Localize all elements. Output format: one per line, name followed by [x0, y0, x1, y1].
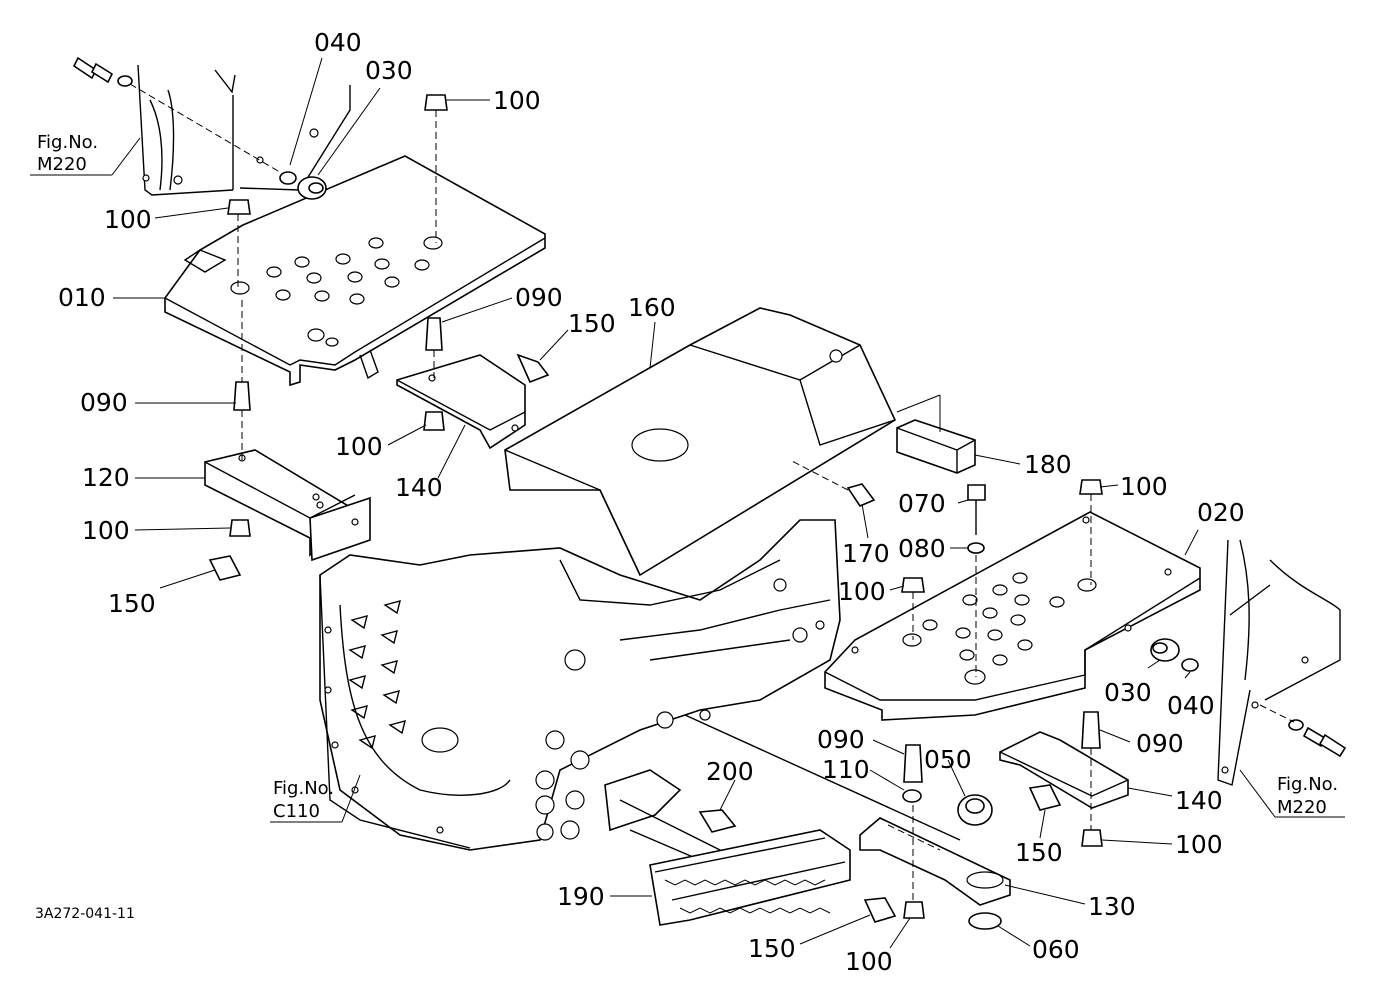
callout-labels: 040 030 100 100 010 090 150 160 090 120 … [58, 28, 1245, 976]
figure-references: Fig.No. M220 Fig.No. C110 Fig.No. M220 [37, 132, 1338, 822]
clutch-housing-ribs [324, 600, 444, 834]
callout-030-b: 030 [1104, 678, 1152, 707]
callout-140-a: 140 [395, 473, 443, 502]
lower-step-bracket [684, 714, 1011, 906]
right-plate-hardware [901, 479, 1103, 677]
callout-080: 080 [898, 534, 946, 563]
fig-ref-brackets [30, 137, 1345, 823]
upper-stay-bracket [396, 354, 526, 450]
right-step-plate-holes [902, 572, 1097, 685]
callout-150-b: 150 [108, 589, 156, 618]
left-plate-cushion [279, 171, 327, 200]
left-step-plate [164, 155, 546, 387]
callout-100-b: 100 [104, 205, 152, 234]
lower-stay-bracket [999, 731, 1129, 809]
callout-100-g: 100 [1175, 830, 1223, 859]
callout-180: 180 [1024, 450, 1072, 479]
left-bolts-and-nuts [208, 300, 550, 581]
callout-050: 050 [924, 745, 972, 774]
callout-040-top: 040 [314, 28, 362, 57]
callout-120: 120 [82, 463, 130, 492]
callout-100-h: 100 [845, 947, 893, 976]
callout-110: 110 [822, 755, 870, 784]
callout-070: 070 [898, 489, 946, 518]
fig-ref-right-label: Fig.No. [1277, 774, 1338, 795]
step-assembly [604, 769, 851, 926]
lower-hardware [863, 711, 1103, 930]
fig-ref-c110-label: Fig.No. [273, 778, 334, 799]
callout-160: 160 [628, 293, 676, 322]
callout-030-top: 030 [365, 56, 413, 85]
callout-200: 200 [706, 757, 754, 786]
callout-100-d: 100 [82, 516, 130, 545]
callout-090-b: 090 [80, 388, 128, 417]
callout-150-c: 150 [1015, 838, 1063, 867]
right-step-plate [824, 511, 1201, 721]
left-support-bracket [204, 449, 371, 562]
callout-100-e: 100 [1120, 472, 1168, 501]
left-fender-bracket [137, 64, 351, 196]
fig-ref-left-code: M220 [37, 154, 87, 175]
fig-ref-left-label: Fig.No. [37, 132, 98, 153]
left-step-plate-holes [230, 236, 443, 347]
rubber-block [896, 394, 976, 474]
callout-090-a: 090 [515, 283, 563, 312]
drawing-code: 3A272-041-11 [35, 906, 135, 922]
callout-010: 010 [58, 283, 106, 312]
right-bolt-washer [1259, 704, 1347, 758]
callout-060: 060 [1032, 935, 1080, 964]
left-bolt-washer [72, 56, 291, 179]
callout-020: 020 [1197, 498, 1245, 527]
callout-150-a: 150 [568, 309, 616, 338]
callout-170: 170 [842, 539, 890, 568]
right-fender-bracket [1217, 539, 1341, 786]
callout-100-a: 100 [493, 86, 541, 115]
right-plate-cushion [1150, 638, 1199, 672]
fig-ref-c110-code: C110 [273, 801, 320, 822]
callout-100-f: 100 [838, 577, 886, 606]
callout-090-d: 090 [1136, 729, 1184, 758]
left-plate-nuts [227, 94, 448, 288]
callout-190: 190 [557, 882, 605, 911]
housing-bolt [789, 459, 876, 507]
callout-150-d: 150 [748, 934, 796, 963]
transmission-housing [319, 519, 841, 851]
callout-100-c: 100 [335, 432, 383, 461]
callout-090-c: 090 [817, 725, 865, 754]
callout-140-b: 140 [1175, 786, 1223, 815]
callout-040-b: 040 [1167, 691, 1215, 720]
transmission-cover [504, 307, 897, 577]
fig-ref-right-code: M220 [1277, 797, 1327, 818]
callout-130: 130 [1088, 892, 1136, 921]
leader-lines [113, 57, 1199, 949]
